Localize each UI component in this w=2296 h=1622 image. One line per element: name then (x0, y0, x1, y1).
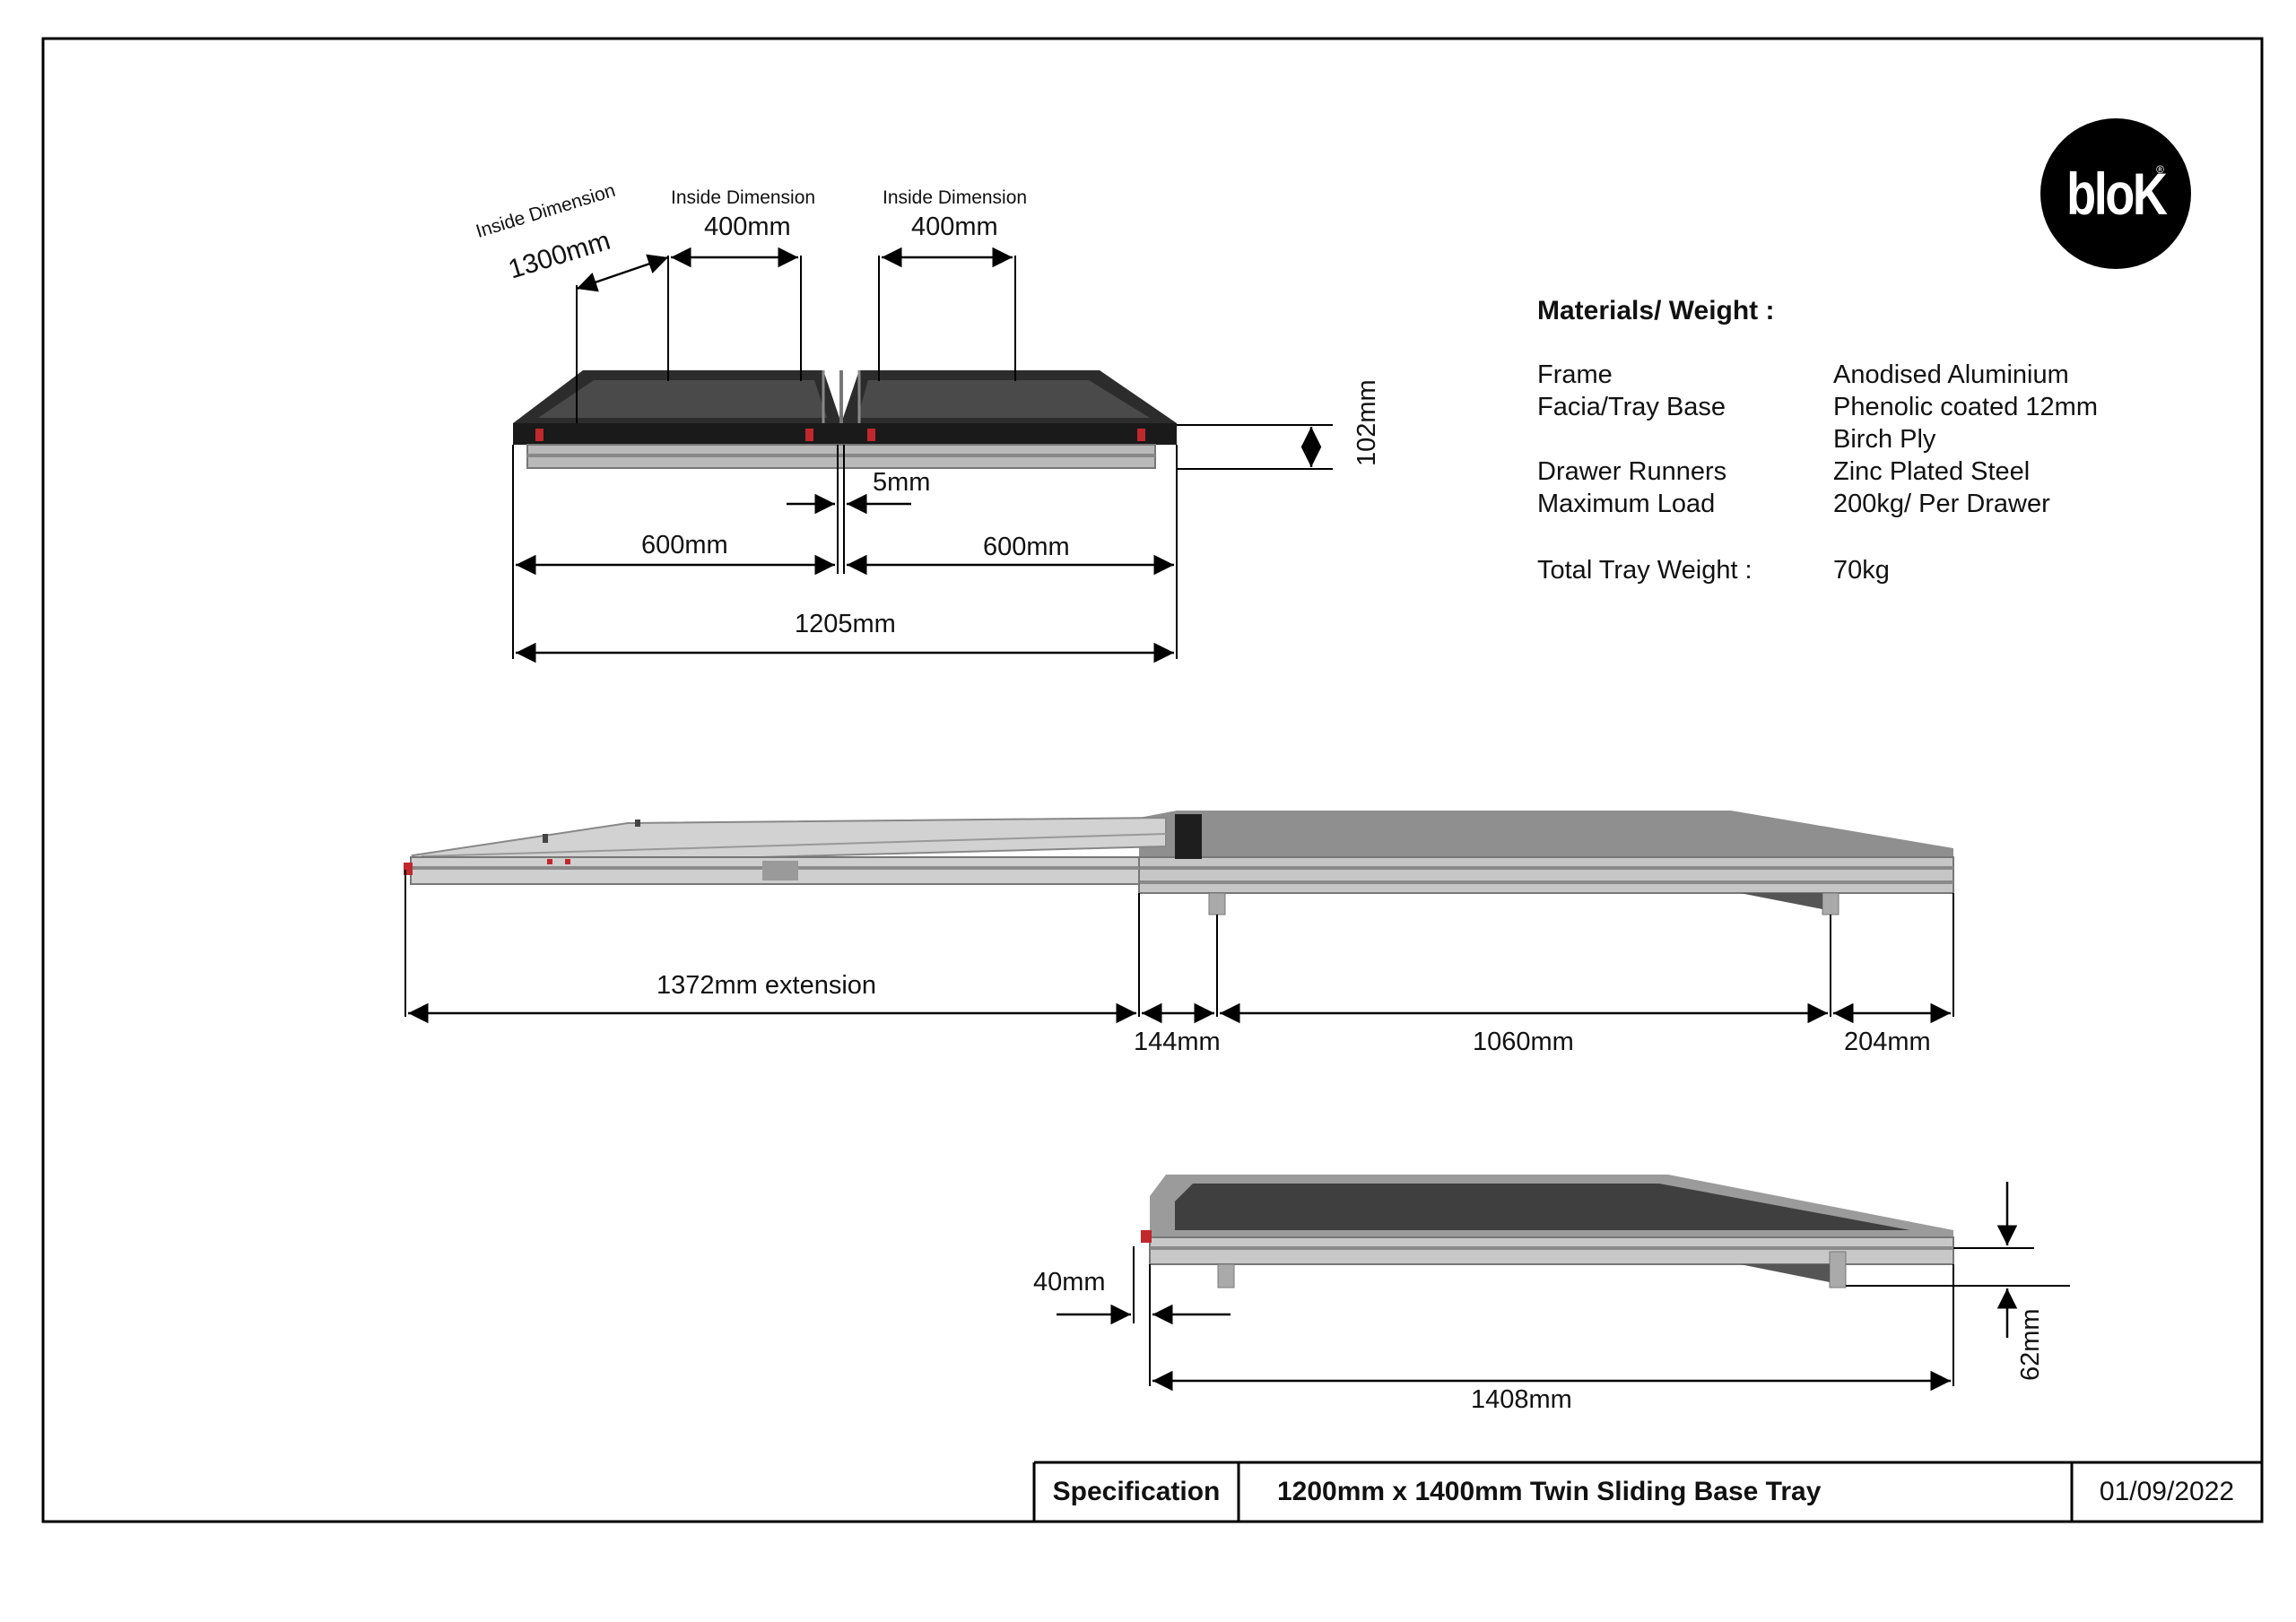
right-tray-panel (857, 380, 1150, 418)
extension-1372-label: 1372mm extension (657, 971, 877, 1000)
spec-value-runners: Zinc Plated Steel (1833, 457, 2031, 486)
tray-front-leg (1217, 1263, 1235, 1288)
spec-label-frame: Frame (1537, 360, 1613, 389)
spec-label-cell: Specification (1052, 1477, 1221, 1506)
inside-dim-400-left-label: Inside Dimension (671, 187, 816, 208)
length-1408-label: 1408mm (1471, 1385, 1572, 1414)
spec-value-max-load: 200kg/ Per Drawer (1833, 490, 2050, 518)
rear-leg (1822, 892, 1839, 915)
title-block (1032, 1461, 2262, 1522)
width-600-right-label: 600mm (983, 533, 1070, 561)
front-view-drawing (1057, 1175, 2070, 1392)
spec-label-max-load: Maximum Load (1537, 490, 1716, 518)
date-cell: 01/09/2022 (2099, 1477, 2235, 1506)
top-view-drawing (512, 247, 1333, 664)
inside-dim-400-left-value: 400mm (704, 213, 791, 241)
inside-dim-400-right-value: 400mm (911, 213, 998, 241)
spec-label-runners: Drawer Runners (1537, 457, 1727, 486)
left-tray-panel (538, 380, 827, 418)
blok-logo: bloK ® (2040, 118, 2191, 269)
width-600-left-label: 600mm (641, 531, 728, 559)
sheet-border (41, 37, 2264, 1523)
front-leg (1208, 892, 1226, 915)
spec-label-facia: Facia/Tray Base (1537, 393, 1726, 421)
materials-heading: Materials/ Weight : (1537, 296, 1775, 325)
base-tray-top (1139, 811, 1953, 857)
spec-value-frame: Anodised Aluminium (1833, 360, 2069, 389)
total-weight-label: Total Tray Weight : (1537, 556, 1752, 585)
seg-204-label: 204mm (1844, 1028, 1931, 1056)
registered-mark: ® (2156, 163, 2164, 176)
offset-40-label: 40mm (1033, 1268, 1106, 1297)
width-1205-label: 1205mm (795, 610, 896, 638)
height-62-label: 62mm (2016, 1308, 2045, 1381)
gap-5-label: 5mm (873, 468, 931, 497)
spec-value-facia: Phenolic coated 12mm (1833, 393, 2098, 421)
side-view-drawing (404, 811, 1954, 1024)
spec-value-facia-cont: Birch Ply (1833, 425, 1936, 454)
height-102-label: 102mm (1352, 379, 1381, 466)
logo-wordmark: bloK (2066, 160, 2168, 227)
front-facia (513, 423, 1177, 445)
tray-rail (1149, 1236, 1954, 1265)
inside-dim-400-right-label: Inside Dimension (883, 187, 1028, 208)
seg-144-label: 144mm (1134, 1028, 1221, 1056)
inside-dim-1300-arrow (576, 254, 669, 292)
base-rail (1138, 856, 1954, 894)
product-title-cell: 1200mm x 1400mm Twin Sliding Base Tray (1277, 1477, 1822, 1506)
total-weight-value: 70kg (1833, 556, 1890, 585)
tray-rear-leg (1829, 1251, 1847, 1288)
seg-1060-label: 1060mm (1473, 1028, 1574, 1056)
